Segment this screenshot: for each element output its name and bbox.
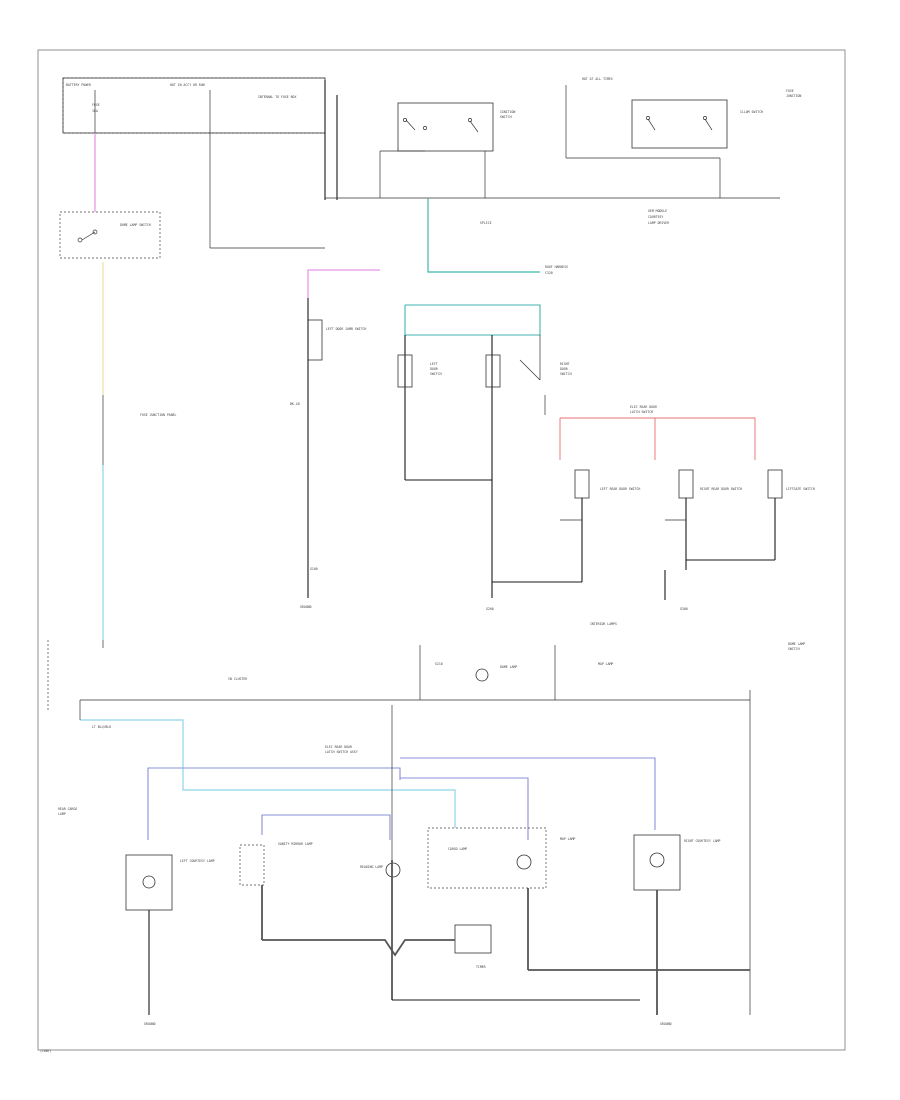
label-ground-left: GROUND xyxy=(300,605,312,609)
svg-text:C320: C320 xyxy=(545,271,553,275)
svg-text:JUNCTION: JUNCTION xyxy=(786,94,801,98)
svg-text:SWITCH: SWITCH xyxy=(788,647,800,651)
svg-text:G300: G300 xyxy=(680,607,688,611)
svg-text:SWITCH: SWITCH xyxy=(430,372,442,376)
svg-text:ILLUM SWITCH: ILLUM SWITCH xyxy=(740,110,763,114)
svg-text:LATCH SWITCH: LATCH SWITCH xyxy=(630,410,653,414)
svg-text:LEFT: LEFT xyxy=(430,362,438,366)
svg-text:LATCH SWITCH ASSY: LATCH SWITCH ASSY xyxy=(325,750,358,754)
svg-text:SWITCH: SWITCH xyxy=(560,372,572,376)
svg-text:ELEC REAR DOOR: ELEC REAR DOOR xyxy=(630,405,657,409)
svg-text:SWITCH: SWITCH xyxy=(500,115,512,119)
svg-text:HOT AT ALL TIMES: HOT AT ALL TIMES xyxy=(582,77,613,81)
label-corner: (CONT) xyxy=(40,1049,52,1053)
svg-text:MAP LAMP: MAP LAMP xyxy=(598,662,613,666)
svg-text:ROOF HARNESS: ROOF HARNESS xyxy=(545,265,568,269)
label-map-lamp: MAP LAMP xyxy=(560,837,575,841)
dome-lamp-bulb-top xyxy=(475,668,489,682)
svg-text:SPLICE: SPLICE xyxy=(480,221,492,225)
label-left-door: LEFT DOOR JAMB SWITCH xyxy=(326,327,366,331)
svg-text:REAR CARGO: REAR CARGO xyxy=(58,807,77,811)
svg-text:DOME LAMP: DOME LAMP xyxy=(500,665,517,669)
right-door-switch: RIGHT DOOR SWITCH xyxy=(485,335,572,598)
label-dome-lamp-switch: DOME LAMP SWITCH xyxy=(120,223,151,227)
rear-switch-right: LIFTGATE SWITCH xyxy=(767,469,815,560)
wire-teal-loop xyxy=(404,304,541,336)
label-junction-mid: S210 xyxy=(435,662,443,666)
wire-blue-a xyxy=(147,767,401,840)
label-rear-door-l: LEFT REAR DOOR SWITCH xyxy=(600,487,640,491)
wire-blue-c xyxy=(400,777,529,840)
label-ground-bl: GROUND xyxy=(144,1022,156,1026)
svg-text:RIGHT: RIGHT xyxy=(560,362,570,366)
fuse-box-top-left: BATTERY POWER HOT IN ACCY OR RUN FUSE 10… xyxy=(62,77,326,249)
svg-text:BK-LB: BK-LB xyxy=(290,402,300,406)
label-courtesy-r: RIGHT COURTESY LAMP xyxy=(684,839,721,843)
vanity-lamp: VANITY MIRROR LAMP xyxy=(239,842,313,940)
courtesy-lamp-right: RIGHT COURTESY LAMP xyxy=(633,834,721,1015)
wire-gray-bottom xyxy=(262,939,455,957)
label-cargo-lamp: CARGO LAMP xyxy=(448,847,467,851)
label-ground-br: GROUND xyxy=(660,1022,672,1026)
svg-text:COURTESY: COURTESY xyxy=(648,215,663,219)
diagram-frame xyxy=(37,49,846,1051)
dome-lamp-switch-box: DOME LAMP SWITCH xyxy=(59,211,161,259)
label-courtesy-l: LEFT COURTESY LAMP xyxy=(180,859,215,863)
label-vanity: VANITY MIRROR LAMP xyxy=(278,842,313,846)
top-right-switch: HOT AT ALL TIMES ILLUM SWITCH FUSE JUNCT… xyxy=(565,77,801,198)
left-rail-fuse: FUSE JUNCTION PANEL xyxy=(102,395,177,465)
timer-box: TIMER xyxy=(454,924,492,969)
label-reading: READING LAMP xyxy=(360,865,383,869)
left-door-switch: LEFT DOOR SWITCH xyxy=(397,335,492,481)
label-hot-in-accy: HOT IN ACCY OR RUN xyxy=(170,83,205,87)
svg-text:LAMP DRIVER: LAMP DRIVER xyxy=(648,221,669,225)
wire-lightblue-bottom xyxy=(80,719,456,828)
wire-blue-d xyxy=(261,814,391,840)
top-center-switch: IGNITION SWITCH xyxy=(379,102,515,198)
dome-switch-column: LEFT DOOR JAMB SWITCH BK-LB G100 xyxy=(290,298,366,598)
wire-teal-top xyxy=(427,198,540,273)
wire-blue-b xyxy=(400,757,656,830)
label-relay-note: INTERNAL TO FUSE BOX xyxy=(258,95,296,99)
label-fuse-panel: FUSE JUNCTION PANEL xyxy=(140,413,177,417)
label-interior: INTERIOR LAMPS xyxy=(590,622,617,626)
wire-red-rear xyxy=(560,417,756,460)
label-bottom-center: IN CLUSTER xyxy=(228,677,247,681)
svg-text:LAMP: LAMP xyxy=(58,812,66,816)
svg-text:DOOR: DOOR xyxy=(430,367,438,371)
label-right-bus: GEM MODULE xyxy=(648,209,667,213)
svg-text:DOOR: DOOR xyxy=(560,367,568,371)
wire-pink-center xyxy=(307,269,380,298)
rear-switch-center: RIGHT REAR DOOR SWITCH xyxy=(678,469,742,570)
label-rear-door-r: RIGHT REAR DOOR SWITCH xyxy=(700,487,742,491)
svg-text:FUSE: FUSE xyxy=(786,89,794,93)
cargo-lamp-box: CARGO LAMP MAP LAMP xyxy=(427,827,575,970)
svg-text:G100: G100 xyxy=(310,567,318,571)
label-liftgate: LIFTGATE SWITCH xyxy=(786,487,815,491)
label-timer: TIMER xyxy=(476,965,486,969)
label-fuse-a: FUSE xyxy=(92,103,100,107)
rear-switch-left: LEFT REAR DOOR SWITCH xyxy=(574,469,640,582)
svg-text:LT BLU/BLK: LT BLU/BLK xyxy=(92,725,111,729)
svg-text:ELEC REAR DOOR: ELEC REAR DOOR xyxy=(325,745,352,749)
label-ignition: IGNITION xyxy=(500,110,515,114)
reading-lamp: READING LAMP xyxy=(360,862,401,878)
svg-text:G200: G200 xyxy=(486,607,494,611)
svg-text:DOME LAMP: DOME LAMP xyxy=(788,642,805,646)
label-battery-power: BATTERY POWER xyxy=(66,83,91,87)
courtesy-lamp-left: LEFT COURTESY LAMP xyxy=(125,854,215,1015)
